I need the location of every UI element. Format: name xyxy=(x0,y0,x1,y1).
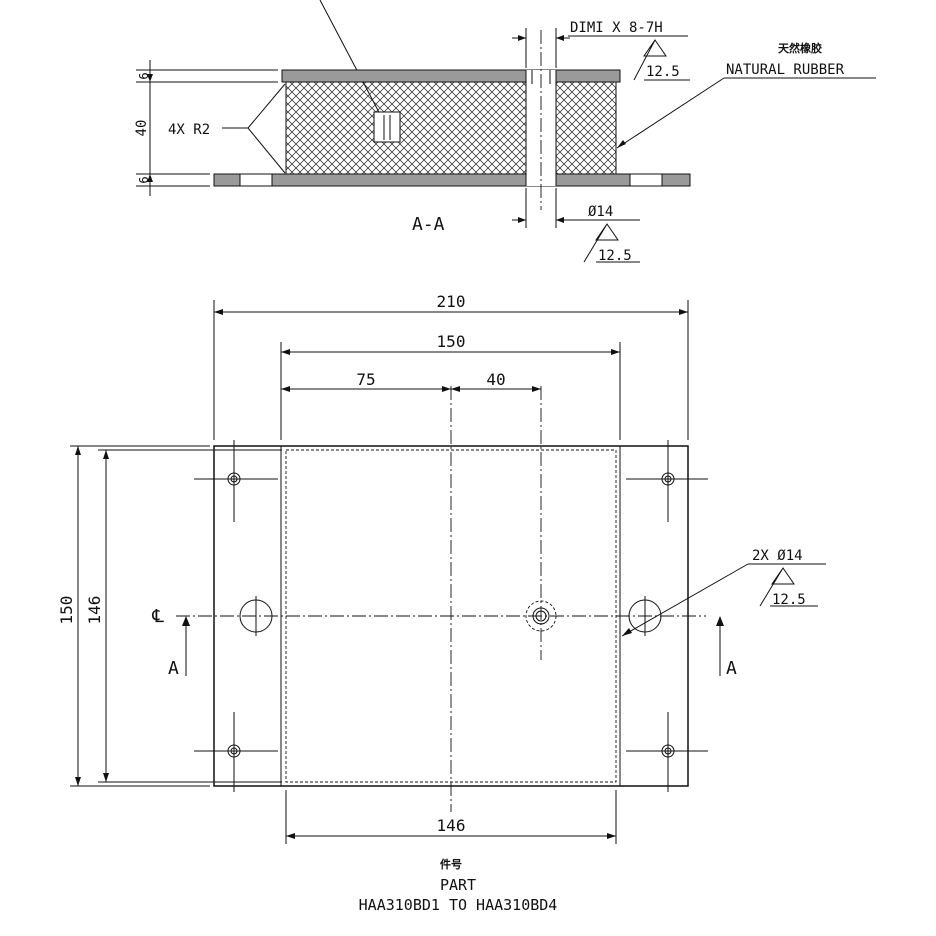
dim-bottom-plate: 6 xyxy=(137,176,151,183)
section-view: 6 40 6 4X R2 DIMI X 8-7H 12.5 天然橡胶 NATUR… xyxy=(134,0,876,264)
plan-view: 210 150 75 40 150 146 146 xyxy=(57,292,826,844)
dim-inner-height: 146 xyxy=(85,596,104,625)
mounting-hole-tr xyxy=(626,440,708,522)
centerline-symbol: ℄ xyxy=(151,606,164,627)
hole-label: 2X Ø14 xyxy=(752,548,803,564)
roughness-holes: 12.5 xyxy=(772,592,806,608)
material-cn: 天然橡胶 xyxy=(778,41,822,55)
bottom-hole-right xyxy=(629,173,663,187)
rubber-block xyxy=(285,81,617,175)
thread-label: DIMI X 8-7H xyxy=(570,20,663,36)
part-en: PART xyxy=(440,876,476,894)
dim-rubber-width: 150 xyxy=(437,332,466,351)
bottom-plate xyxy=(213,173,691,187)
threaded-hole xyxy=(532,607,550,625)
top-plate xyxy=(281,69,621,83)
roughness-bore: 12.5 xyxy=(598,248,632,264)
dim-offset-40: 40 xyxy=(486,370,505,389)
material-en: NATURAL RUBBER xyxy=(726,62,845,78)
dim-overall-width: 210 xyxy=(437,292,466,311)
fillet-label: 4X R2 xyxy=(168,122,210,138)
mounting-hole-br xyxy=(626,712,708,792)
mounting-hole-bl xyxy=(194,712,278,792)
bore-label: Ø14 xyxy=(588,204,613,220)
roughness-symbol-bore xyxy=(583,223,619,263)
dim-bottom-width: 146 xyxy=(437,816,466,835)
threaded-hole-outer xyxy=(525,600,557,632)
dim-overall-height: 150 xyxy=(57,596,76,625)
section-mark-right: A xyxy=(726,658,737,679)
section-label: A-A xyxy=(412,214,445,235)
marker-box xyxy=(373,111,401,143)
title-block: 件号 PART HAA310BD1 TO HAA310BD4 xyxy=(359,857,558,914)
section-mark-left: A xyxy=(168,658,179,679)
bottom-hole-left xyxy=(239,173,273,187)
dim-top-plate: 6 xyxy=(137,72,151,79)
part-numbers: HAA310BD1 TO HAA310BD4 xyxy=(359,896,558,914)
dim-offset-75: 75 xyxy=(356,370,375,389)
dim-rubber-height: 40 xyxy=(134,120,150,137)
roughness-symbol-top xyxy=(633,39,667,81)
part-cn: 件号 xyxy=(440,857,462,871)
roughness-top: 12.5 xyxy=(646,64,680,80)
roughness-symbol-holes xyxy=(759,567,795,607)
mounting-hole-tl xyxy=(194,440,278,522)
